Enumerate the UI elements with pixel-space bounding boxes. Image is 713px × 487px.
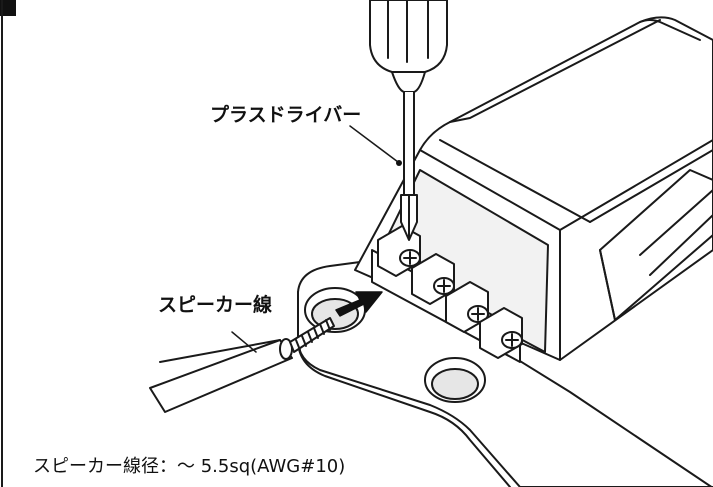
figure-frame (0, 0, 16, 487)
terminal-block-icon (371, 225, 523, 363)
speaker-wire-label: スピーカー線 (158, 294, 273, 316)
screwdriver-icon (369, 0, 448, 241)
screwdriver-label: プラスドライバー (210, 104, 362, 126)
corner-marker (0, 0, 16, 16)
wire-gauge-caption: スピーカー線径：～ 5.5sq(AWG#10) (33, 456, 346, 477)
insert-arrow-icon (335, 291, 383, 317)
leader-lines (231, 125, 402, 353)
terminal-post-4 (479, 307, 523, 359)
mount-hole-right (424, 357, 486, 403)
terminal-post-3 (445, 281, 489, 333)
mount-hole-left (304, 287, 366, 333)
terminal-post-2 (411, 253, 455, 305)
terminal-box (297, 16, 713, 487)
speaker-wire-icon (149, 317, 335, 413)
